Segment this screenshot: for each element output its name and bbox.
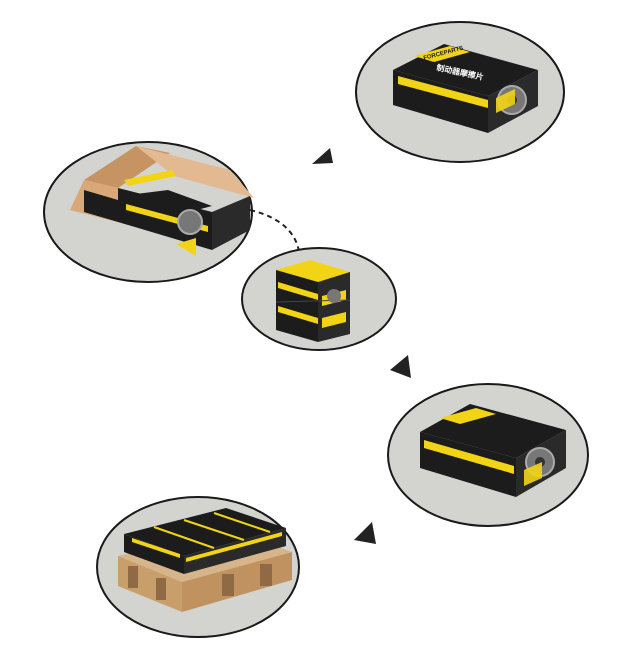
stage-single-box-top: FORCEPARTS 制动器摩擦片 (355, 21, 565, 163)
arrow-2 (390, 355, 411, 378)
product-box: FORCEPARTS 制动器摩擦片 (393, 44, 538, 133)
dashed-connector (249, 209, 308, 270)
product-box-2 (420, 404, 566, 497)
open-carton (70, 146, 254, 256)
pallet-load (118, 508, 292, 612)
stage-single-box-right (387, 383, 589, 527)
stage-open-box (43, 141, 254, 283)
stage-small-stack (241, 247, 397, 351)
stacked-boxes (275, 260, 351, 342)
arrow-1 (312, 148, 333, 164)
arrow-3 (354, 522, 376, 544)
stage-pallet (96, 496, 300, 638)
